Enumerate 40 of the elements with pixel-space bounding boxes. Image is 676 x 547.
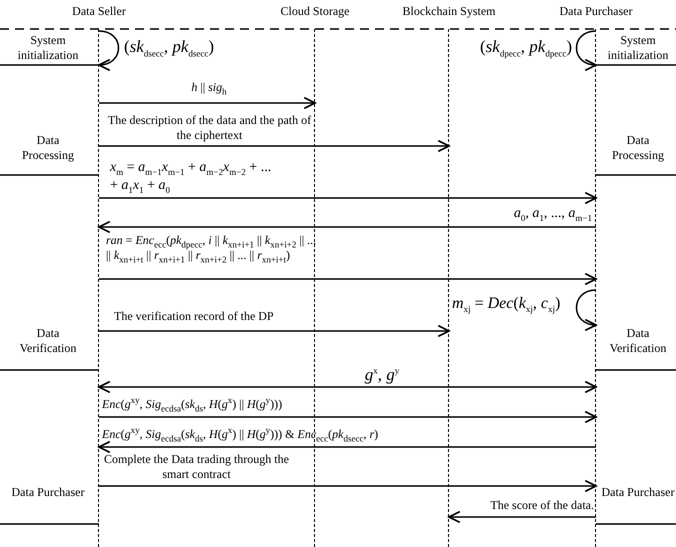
self-message-arrow bbox=[576, 289, 597, 330]
phase-label: Data Verification bbox=[18, 326, 78, 356]
participant-label: Data Purchaser bbox=[558, 4, 634, 19]
message-label: (sk$_{dpecc}$, pk$_{dpecc}$) bbox=[478, 36, 573, 57]
phase-label: Data Processing bbox=[611, 133, 665, 163]
participant-label: Cloud Storage bbox=[280, 4, 350, 19]
phase-label: System initialization bbox=[606, 33, 670, 63]
message-label: Complete the Data trading through the smart contract bbox=[103, 452, 290, 482]
phase-label: Data Processing bbox=[21, 133, 75, 163]
message-arrow bbox=[448, 510, 596, 524]
phase-label: Data Purchaser bbox=[10, 485, 86, 500]
message-label: ran = Enc$_{ecc}$(pk$_{dpecc}$, i || k$_{x}$$_{n+i+1}$ || k$_{x}$$_{n+i+2}$ || ... || k$_{x}$$_{n+i+t}$ || r$_{x}$$_{n+i+1}$ || r$_{x}$$_{n+i+2}$ || ... || r$_{x}$$_{n+i+t}$) bbox=[105, 233, 318, 263]
message-arrow bbox=[99, 324, 450, 338]
message-label: a$_{0}$, a$_{1}$, ..., a$_{m−1}$ bbox=[512, 205, 593, 223]
message-arrow bbox=[98, 440, 596, 454]
message-label: The verification record of the DP bbox=[113, 309, 275, 324]
message-arrow bbox=[99, 140, 450, 152]
self-message-arrow bbox=[98, 30, 120, 70]
phase-label: Data Verification bbox=[608, 326, 668, 356]
message-label: The description of the data and the path of the ciphertext bbox=[106, 113, 312, 143]
message-label: g$^{x}$, g$^{y}$ bbox=[364, 364, 400, 385]
message-label: m$_{x}$$_{j}$ = Dec(k$_{x}$$_{j}$, c$_{x}$$_{j}$) bbox=[451, 294, 562, 314]
message-arrow bbox=[98, 380, 597, 394]
phase-label: Data Purchaser bbox=[600, 485, 676, 500]
phase-label: System initialization bbox=[16, 33, 80, 63]
message-label: Enc(g$^{xy}$, Sig$_{ecdsa}$(sk$_{ds}$, H(g$^{x}$) || H(g$^{y}$))) bbox=[101, 397, 284, 412]
message-arrow bbox=[99, 272, 597, 286]
message-label: The score of the data. bbox=[489, 498, 595, 513]
participant-label: Data Seller bbox=[71, 4, 127, 19]
participant-label: Blockchain System bbox=[402, 4, 496, 19]
message-arrow bbox=[99, 192, 597, 204]
message-label: Enc(g$^{xy}$, Sig$_{ecdsa}$(sk$_{ds}$, H(g$^{x}$) || H(g$^{y}$))) & Enc$_{ecc}$(pk$_{dsecc}$, r) bbox=[101, 427, 380, 442]
message-label: (sk$_{dsecc}$, pk$_{dsecc}$) bbox=[123, 36, 216, 57]
message-label: x$_{m}$ = a$_{m−1}$x$_{m−1}$ + a$_{m−2}$x$_{m−2}$ + ... + a$_{1}$x$_{1}$ + a$_{0}$ bbox=[108, 159, 272, 195]
message-arrow bbox=[99, 410, 597, 424]
message-label: h || sig$_{h}$ bbox=[190, 80, 228, 95]
message-arrow bbox=[99, 96, 316, 110]
message-arrow bbox=[98, 220, 596, 234]
message-arrow bbox=[99, 480, 597, 492]
self-message-arrow bbox=[576, 30, 597, 70]
